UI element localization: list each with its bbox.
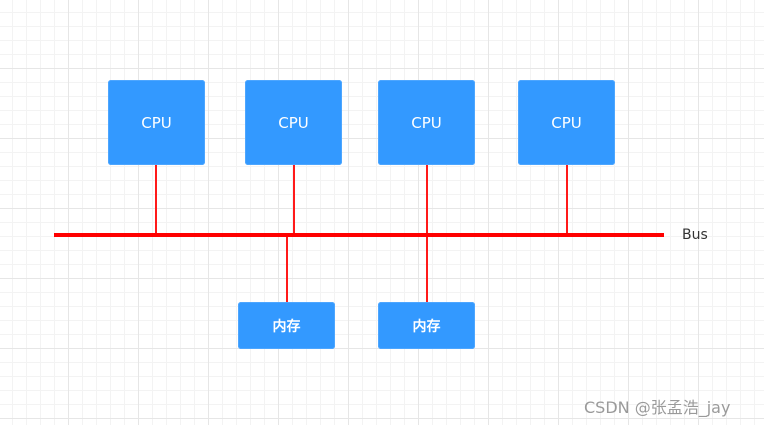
cpu-box-3: CPU: [378, 80, 475, 165]
connector-memory-2: [426, 235, 428, 302]
bus-line: [54, 233, 664, 237]
cpu-box-1: CPU: [108, 80, 205, 165]
bus-label: Bus: [682, 227, 708, 243]
cpu-box-2: CPU: [245, 80, 342, 165]
connector-memory-1: [286, 235, 288, 302]
watermark-text: CSDN @张孟浩_jay: [584, 398, 731, 417]
memory-box-1: 内存: [238, 302, 335, 349]
connector-cpu-2: [293, 165, 295, 235]
connector-cpu-1: [155, 165, 157, 235]
connector-cpu-3: [426, 165, 428, 235]
connector-cpu-4: [566, 165, 568, 235]
cpu-box-4: CPU: [518, 80, 615, 165]
memory-box-2: 内存: [378, 302, 475, 349]
